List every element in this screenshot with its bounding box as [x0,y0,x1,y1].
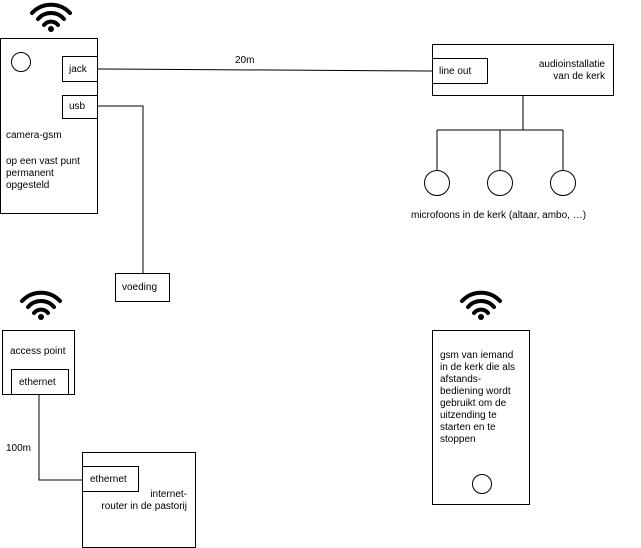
access-point-label: access point [10,346,66,357]
ethernet-cable [38,395,82,481]
camera-desc-line-3: opgesteld [6,180,50,191]
router-ethernet-port: ethernet [82,466,139,492]
access-point-ethernet-label: ethernet [19,377,56,388]
phone-desc-line-1: gsm van iemand [440,350,514,361]
usb-power-cable [97,105,144,273]
audio-label-line-2: van de kerk [553,71,605,82]
ethernet-cable-length: 100m [6,443,32,454]
phone-desc-line-3: afstands- [440,374,482,385]
camera-label: camera-gsm [6,130,62,141]
phone-desc-line-5: gebruikt om de [440,398,507,409]
access-point-ethernet-port: ethernet [11,369,69,395]
audio-cable [96,68,433,72]
usb-port-label: usb [69,101,86,112]
wifi-icon [20,290,62,320]
jack-port: jack [62,56,98,82]
power-supply: voeding [115,273,170,302]
phone-desc-line-7: starten en te [440,422,496,433]
microphone-icon [424,170,450,196]
wifi-icon [460,290,502,320]
power-supply-label: voeding [122,282,158,293]
audio-label-line-1: audioinstallatie [538,59,605,70]
microphone-icon [550,170,576,196]
home-button-icon [472,474,492,494]
microphone-icon [487,170,513,196]
router-label-line-2: router in de pastorij [101,501,187,512]
audio-cable-length: 20m [235,55,255,66]
line-out-port: line out [432,58,488,84]
camera-desc-line-2: permanent [6,168,54,179]
audio-installation: audioinstallatie van de kerk [432,44,614,96]
microphones-label: microfoons in de kerk (altaar, ambo, …) [411,210,587,221]
camera-lens-icon [11,52,31,72]
phone-desc-line-4: bediening wordt [440,386,511,397]
line-out-label: line out [439,66,472,77]
wifi-icon [30,2,72,32]
phone-desc-line-2: in de kerk die als [440,362,516,373]
phone-desc-line-8: stoppen [440,434,476,445]
usb-port: usb [62,95,98,119]
camera-desc-line-1: op een vast punt [6,156,80,167]
remote-control-phone: gsm van iemand in de kerk die als afstan… [432,330,530,505]
jack-port-label: jack [69,64,87,75]
router-label-line-1: internet- [150,489,187,500]
phone-desc-line-6: uitzending te [440,410,497,421]
router-ethernet-label: ethernet [90,474,127,485]
